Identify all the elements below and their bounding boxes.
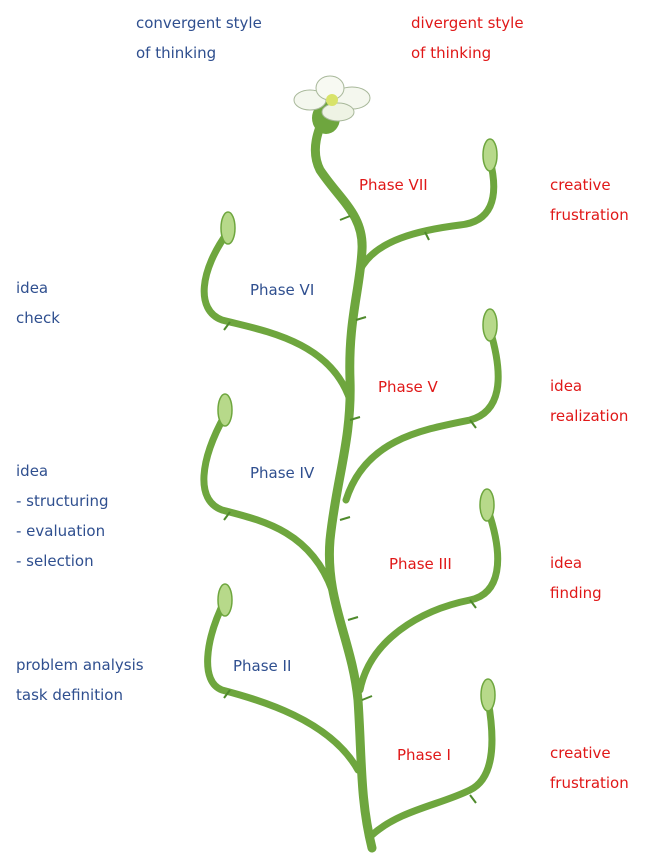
note-phase-5: idea realization [550,371,628,431]
note-phase-5-line-1: idea [550,377,582,395]
convergent-header-line-2: of thinking [136,44,216,62]
note-phase-6-line-2: check [16,309,60,327]
note-phase-7: creative frustration [550,170,629,230]
note-phase-6-line-1: idea [16,279,48,297]
phase-label-6: Phase VI [250,280,314,300]
note-phase-4-line-1: idea [16,462,48,480]
bud-icon [221,212,235,244]
convergent-header-line-1: convergent style [136,14,262,32]
note-phase-7-line-2: frustration [550,206,629,224]
note-phase-6: idea check [16,273,60,333]
bud-icon [218,584,232,616]
note-phase-1-line-2: frustration [550,774,629,792]
note-phase-3: idea finding [550,548,602,608]
bud-icon [218,394,232,426]
branch-phase-5 [346,330,498,500]
phase-label-1: Phase I [397,745,451,765]
note-phase-4-line-2: - structuring [16,492,109,510]
note-phase-5-line-2: realization [550,407,628,425]
note-phase-1-line-1: creative [550,744,611,762]
phase-label-7: Phase VII [359,175,428,195]
note-phase-1: creative frustration [550,738,629,798]
bud-icon [483,139,497,171]
note-phase-3-line-1: idea [550,554,582,572]
phase-label-5: Phase V [378,377,438,397]
divergent-header-line-1: divergent style [411,14,524,32]
branch-phase-2 [208,600,358,770]
phase-label-4: Phase IV [250,463,314,483]
note-phase-7-line-1: creative [550,176,611,194]
note-phase-4-line-4: - selection [16,552,94,570]
branch-phase-1 [372,700,492,835]
divergent-header: divergent style of thinking [411,8,524,68]
note-phase-3-line-2: finding [550,584,602,602]
phase-label-2: Phase II [233,656,291,676]
phase-label-3: Phase III [389,554,452,574]
bud-icon [480,489,494,521]
note-phase-4: idea - structuring - evaluation - select… [16,456,109,576]
note-phase-2-line-2: task definition [16,686,123,704]
branch-phase-3 [360,510,498,690]
note-phase-2-line-1: problem analysis [16,656,144,674]
divergent-header-line-2: of thinking [411,44,491,62]
branch-phase-6 [204,232,350,400]
bud-icon [483,309,497,341]
note-phase-4-line-3: - evaluation [16,522,105,540]
note-phase-2: problem analysis task definition [16,650,144,710]
bud-icon [481,679,495,711]
main-stem [315,112,372,848]
flower-icon [294,76,370,134]
convergent-header: convergent style of thinking [136,8,262,68]
branch-phase-4 [204,415,332,590]
